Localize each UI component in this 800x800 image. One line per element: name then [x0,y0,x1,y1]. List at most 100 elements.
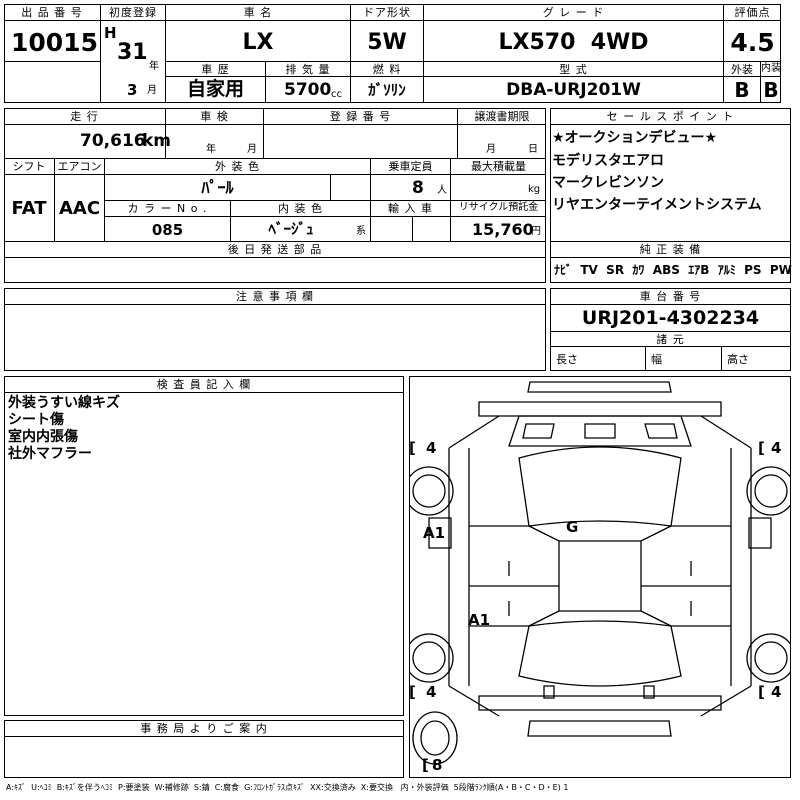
ext-color-label: 外 装 色 [215,160,260,173]
grade-label: グ レ ー ド [542,6,605,19]
length-label: 長さ [556,353,578,366]
displacement: 5700 [284,80,332,100]
kei-unit: 系 [356,226,366,237]
mileage-label: 走 行 [70,110,99,123]
deadline-day-unit: 日 [528,144,538,155]
office-label: 事 務 局 よ り ご 案 内 [140,722,268,735]
yen-unit: 円 [531,226,541,237]
top-info-block [4,4,781,103]
sales-point-label: セ ー ル ス ポ イ ン ト [606,110,735,123]
int-color: ﾍﾞｰｼﾞｭ [268,220,314,238]
color-no-label: カ ラ ー N o . [127,202,208,215]
tire-fl-bracket: [ [409,439,416,457]
ext-color: ﾊﾟｰﾙ [201,178,234,197]
capacity: 8 [412,178,424,198]
spare-value: 8 [432,756,443,774]
tire-rr-bracket: [ [758,683,765,701]
interior-label: 内装 [761,63,781,74]
mark-a1-front: A1 [423,524,446,542]
lot-number-label: 出 品 番 号 [21,6,83,19]
inspection-month-unit: 月 [247,144,257,155]
car-name: LX [242,30,274,55]
grade: LX570 4WD [498,30,649,55]
fuel: ｶﾞｿﾘﾝ [368,81,406,99]
cc-unit: cc [331,89,342,100]
interior-grade: B [763,78,779,102]
aircon-label: エアコン [57,160,102,173]
model-type-label: 型 式 [559,63,588,76]
spare-bracket: [ [422,756,429,774]
inspector-note-3: 室内内張傷 [8,429,78,445]
inspector-label: 検 査 員 記 入 欄 [156,378,252,391]
mark-a1-rear: A1 [468,611,491,629]
sales-point-1: ★オークションデビュー★ [552,130,718,146]
int-color-label: 内 装 色 [278,202,323,215]
month-unit: 月 [147,85,157,96]
equipment-list: ﾅﾋﾞ TV SR ｶﾜ ABS ｴｱB ｱﾙﾐ PS PW [554,263,792,277]
mileage: 70,616 [80,131,146,151]
eval-label: 評価点 [734,6,771,19]
sales-point-4: リヤエンターテイメントシステム [552,197,762,213]
exterior-grade: B [734,78,750,102]
first-reg-label: 初度登録 [109,6,157,19]
inspector-note-4: 社外マフラー [8,446,92,462]
reg-no-label: 登 録 番 号 [329,110,392,123]
deadline-month-unit: 月 [486,144,496,155]
capacity-label: 乗車定員 [388,160,433,173]
car-name-label: 車 名 [243,6,273,19]
history-label: 車 歴 [201,63,230,76]
tire-rl-bracket: [ [409,683,416,701]
km-unit: km [142,131,172,151]
lot-number: 10015 [11,28,98,57]
tire-fl-value: 4 [426,439,437,457]
inspector-block [4,376,404,716]
details-block [4,108,546,283]
chassis-number: URJ201-4302234 [581,307,760,329]
car-diagram [409,381,791,765]
tire-fr-bracket: [ [758,439,765,457]
shift-label: シフト [12,160,46,173]
fuel-label: 燃 料 [372,63,402,76]
shift: FAT [11,198,47,219]
era-mark: H [104,24,117,42]
inspection-label: 車 検 [200,110,229,123]
genuine-equip-label: 純 正 装 備 [639,243,702,256]
kg-unit: kg [528,184,541,195]
later-parts-label: 後 日 発 送 部 品 [227,243,323,256]
specs-label: 諸 元 [656,333,685,346]
tire-rr-value: 4 [771,683,782,701]
tire-rl-value: 4 [426,683,437,701]
recycle-label: リサイクル預託金 [458,202,539,213]
sales-point-block [550,108,791,283]
sales-point-2: モデリスタエアロ [552,153,664,169]
chassis-block [550,288,791,371]
car-diagram-frame [409,376,791,778]
legend: A:ｷｽﾞ U:ﾍｺﾐ B:ｷｽﾞを伴うﾍｺﾐ P:要塗装 W:補修跡 S:錆 … [6,783,569,792]
tire-fr-value: 4 [771,439,782,457]
inspector-note-1: 外装うすい線キズ [8,395,120,411]
notes-block [4,288,546,371]
model-type: DBA-URJ201W [506,80,641,100]
displacement-label: 排 気 量 [285,63,331,76]
reg-year: 31 [117,40,148,65]
exterior-label: 外装 [731,63,753,76]
eval-score: 4.5 [730,28,775,57]
mark-g: G [566,518,579,536]
import-label: 輸 入 車 [388,202,433,215]
inspector-note-2: シート傷 [8,412,64,428]
door-label: ドア形状 [363,6,411,19]
notes-label: 注 意 事 項 欄 [236,290,314,303]
width-label: 幅 [651,353,662,366]
max-load-label: 最大積載量 [471,160,526,173]
person-unit: 人 [437,185,447,196]
sales-point-3: マークレビンソン [552,175,664,191]
chassis-no-label: 車 台 番 号 [639,290,702,303]
recycle-fee: 15,760 [472,220,534,239]
history: 自家用 [186,78,244,100]
transfer-deadline-label: 譲渡書期限 [474,110,530,123]
reg-month: 3 [127,81,138,99]
door-type: 5W [367,30,407,55]
inspection-year-unit: 年 [206,144,216,155]
height-label: 高さ [727,353,749,366]
office-block [4,720,404,778]
